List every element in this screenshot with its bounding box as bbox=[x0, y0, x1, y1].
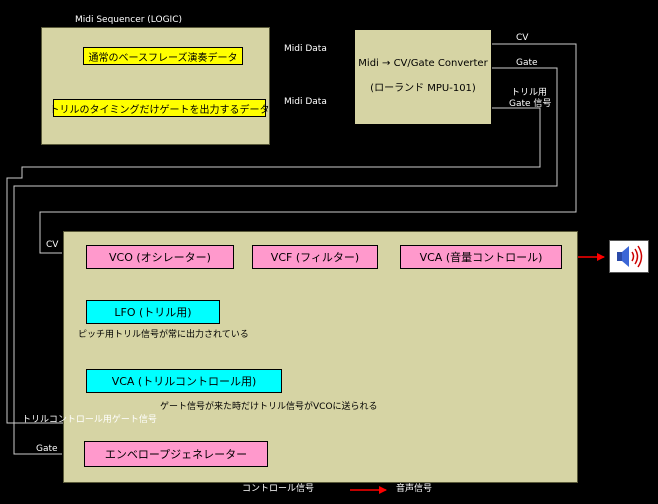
legend-audio-label: 音声信号 bbox=[396, 484, 433, 494]
lfo-module: LFO (トリル用) bbox=[86, 300, 220, 324]
vcf-module: VCF (フィルター) bbox=[252, 245, 378, 269]
vca-module: VCA (音量コントロール) bbox=[400, 245, 562, 269]
lfo-note: ピッチ用トリル信号が常に出力されている bbox=[78, 330, 249, 340]
gate-wire bbox=[13, 67, 558, 455]
sequencer-title: Midi Sequencer (LOGIC) bbox=[75, 15, 183, 25]
cv-wire bbox=[39, 43, 577, 254]
sequencer-track-bass: 通常のベースフレーズ演奏データ bbox=[83, 47, 243, 65]
converter-model: (ローランド MPU-101) bbox=[370, 83, 476, 94]
envelope-module: エンベロープジェネレーター bbox=[84, 441, 268, 467]
output-trill-label-1: トリル用 bbox=[511, 88, 548, 98]
converter-title: Midi → CV/Gate Converter bbox=[358, 58, 488, 69]
gate-note: ゲート信号が来た時だけトリル信号がVCOに送られる bbox=[160, 402, 378, 412]
sequencer-panel bbox=[41, 27, 270, 145]
synth-gate-input-label: Gate bbox=[36, 444, 58, 454]
midi-label-2: Midi Data bbox=[284, 97, 327, 107]
speaker-output bbox=[609, 240, 649, 273]
speaker-icon bbox=[617, 245, 643, 268]
vco-module: VCO (オシレーター) bbox=[86, 245, 234, 269]
output-cv-label: CV bbox=[516, 33, 529, 43]
midi-label-1: Midi Data bbox=[284, 44, 327, 54]
trill-vca-module: VCA (トリルコントロール用) bbox=[86, 369, 282, 393]
output-gate-label: Gate bbox=[516, 58, 538, 68]
trill-gate-label: トリルコントロール用ゲート信号 bbox=[22, 415, 157, 425]
output-trill-label-2: Gate 信号 bbox=[509, 99, 552, 109]
legend-control-label: コントロール信号 bbox=[242, 484, 315, 494]
sequencer-track-trill: トリルのタイミングだけゲートを出力するデータ bbox=[50, 99, 270, 117]
synth-cv-input-label: CV bbox=[46, 240, 59, 250]
midi-cv-gate-converter: Midi → CV/Gate Converter (ローランド MPU-101) bbox=[354, 29, 492, 125]
